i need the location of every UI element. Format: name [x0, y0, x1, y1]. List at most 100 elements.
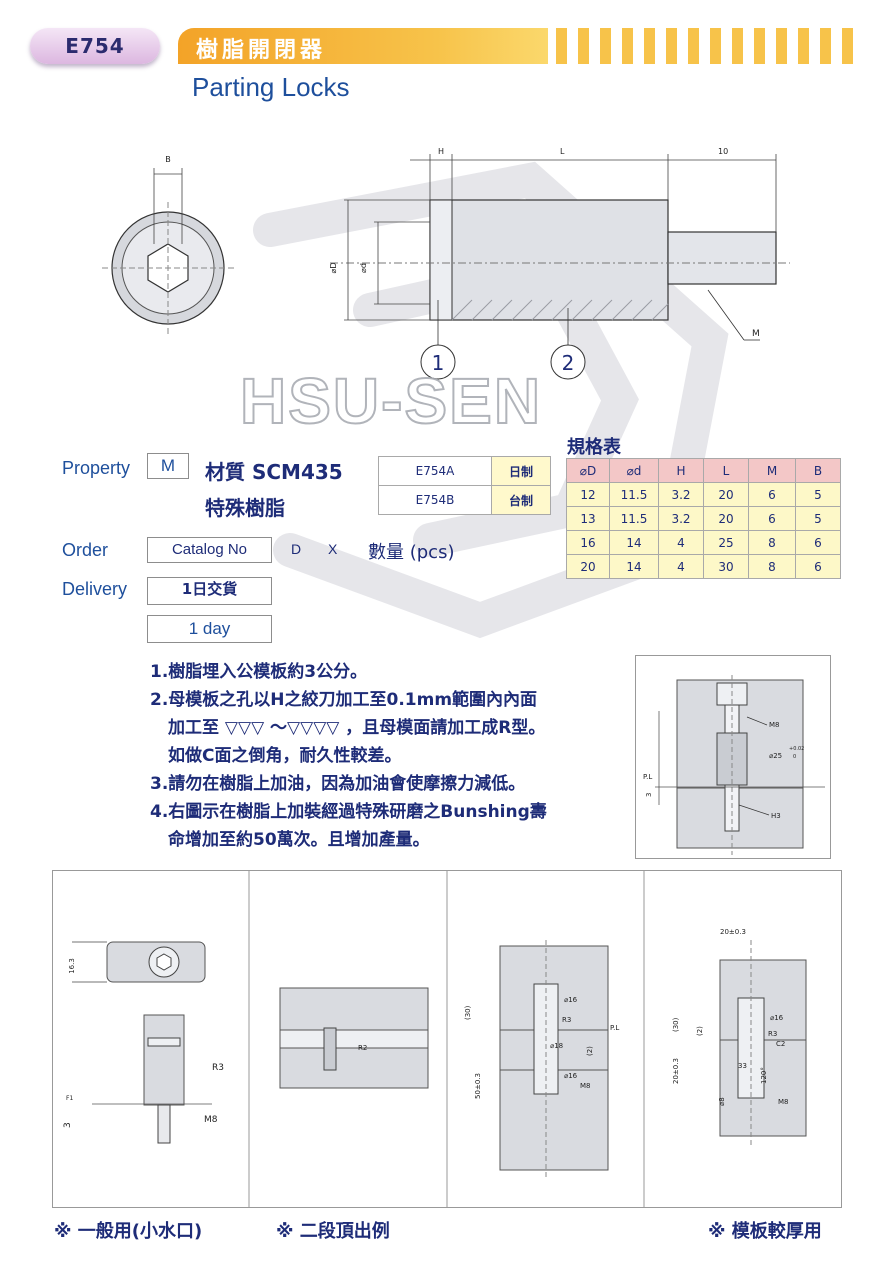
- table-cell: 12: [566, 482, 610, 507]
- dim-50: 50±0.3: [474, 1073, 482, 1099]
- dia16-label-bottom: ⌀16: [564, 1072, 578, 1080]
- r3-label: R3: [768, 1030, 777, 1038]
- dim-20b: 20±0.3: [672, 1058, 680, 1084]
- m8-label: M8: [204, 1115, 218, 1125]
- header-stripe: [600, 28, 611, 64]
- table-cell: 16: [566, 530, 610, 555]
- note-line: 1.樹脂埋入公模板約3公分。: [150, 662, 368, 682]
- order-qty: 數量 (pcs): [368, 542, 455, 563]
- r2-label: R2: [358, 1044, 367, 1052]
- hatch: [491, 299, 513, 321]
- table-cell: 20: [703, 506, 749, 531]
- inset-label-pl: P.L: [643, 773, 652, 781]
- table-cell: 30: [703, 554, 749, 579]
- panel-thick-plate: 20±0.3 (30) (2) ⌀16 R3 C2 20±0.3 33 120°…: [672, 928, 807, 1146]
- table-row: 20 14 4 30 8 6: [566, 554, 841, 579]
- table-cell: 13: [566, 506, 610, 531]
- inset-label-dia25: ⌀25: [769, 752, 782, 760]
- property-code-box: M: [147, 453, 189, 479]
- table-cell: 8: [748, 554, 796, 579]
- note-line: 加工至 ▽▽▽ ～▽▽▽▽ ，且母模面請加工成R型。: [168, 718, 546, 738]
- m8-label: M8: [580, 1082, 591, 1090]
- plate-gap: [279, 1029, 429, 1049]
- dia16-label-top: ⌀16: [564, 996, 578, 1004]
- dim-label-10: 10: [718, 147, 728, 156]
- table-cell: 4: [658, 530, 704, 555]
- dim-3-label: 3: [63, 1122, 73, 1128]
- product-code-badge: E754: [30, 28, 160, 64]
- dim-label-b: B: [165, 155, 171, 164]
- table-cell: 3.2: [658, 506, 704, 531]
- table-cell: 5: [795, 482, 841, 507]
- hatch: [551, 299, 573, 321]
- r3-label: R3: [562, 1016, 571, 1024]
- col-header: M: [748, 458, 796, 483]
- product-code: E754: [65, 34, 125, 58]
- table-cell: 14: [609, 554, 659, 579]
- part-callout-1: [420, 344, 456, 380]
- dia18-label: ⌀18: [550, 1042, 563, 1050]
- hatch: [511, 299, 533, 321]
- side-view-body: [143, 1014, 185, 1106]
- note-line: 如做C面之倒角，耐久性較差。: [168, 746, 402, 766]
- leader-line: [746, 716, 768, 726]
- leader-line: [738, 804, 770, 816]
- dia8-label: ⌀8: [718, 1097, 726, 1106]
- part-number-1: 1: [432, 351, 445, 375]
- m8-label: M8: [778, 1098, 789, 1106]
- col-header: H: [658, 458, 704, 483]
- col-header: L: [703, 458, 749, 483]
- table-row: E754B 台制: [378, 485, 551, 515]
- hatch: [571, 299, 593, 321]
- header-stripe: [820, 28, 831, 64]
- spec-table-title: 規格表: [567, 437, 621, 458]
- delivery-en-box: 1 day: [147, 615, 272, 643]
- order-x: X: [328, 541, 338, 557]
- resin-piece: [323, 1027, 337, 1071]
- inset-label-h3: H3: [771, 812, 781, 820]
- catalog-no-box: Catalog No: [147, 537, 272, 563]
- panel-general-use: 16.3 R3 F1 3 M8: [63, 941, 224, 1144]
- side-view-cap: [147, 1037, 181, 1047]
- dim-label-D: ⌀D: [329, 263, 338, 274]
- variant-table: E754A 日制 E754B 台制: [378, 456, 551, 515]
- angle-120: 120°: [760, 1067, 768, 1084]
- r3-label: R3: [212, 1063, 224, 1073]
- hatch: [651, 303, 669, 321]
- dim-2: (2): [586, 1046, 594, 1056]
- header-stripe: [622, 28, 633, 64]
- header-stripe: [578, 28, 589, 64]
- col-header: ⌀d: [609, 458, 659, 483]
- table-cell: 6: [795, 530, 841, 555]
- bushing-inset-drawing: M8 ⌀25 +0.02 0 P.L 3 H3: [635, 655, 831, 859]
- table-cell: 20: [566, 554, 610, 579]
- table-row: 13 11.5 3.2 20 6 5: [566, 506, 841, 531]
- hatch: [611, 299, 633, 321]
- part-number-2: 2: [562, 351, 575, 375]
- table-cell: 25: [703, 530, 749, 555]
- hatch: [451, 299, 473, 321]
- material-text-2: 特殊樹脂: [205, 496, 285, 520]
- application-examples: 16.3 R3 F1 3 M8 R2 (30) ⌀16 R3 P.L ⌀18 (…: [52, 870, 842, 1208]
- logo-shape: [253, 161, 729, 639]
- page-subtitle: Parting Locks: [192, 72, 350, 102]
- hatch: [631, 299, 653, 321]
- variant-code: E754B: [378, 485, 492, 515]
- table-cell: 14: [609, 530, 659, 555]
- note-line: 4.右圖示在樹脂上加裝經過特殊研磨之Bunshing壽: [150, 802, 547, 822]
- footer-thick-plate: ※ 模板較厚用: [708, 1221, 822, 1242]
- dim-label-h: H: [438, 147, 444, 156]
- delivery-label: Delivery: [62, 579, 128, 599]
- dim-30: (30): [464, 1005, 472, 1020]
- header-stripe: [710, 28, 721, 64]
- inset-tol-upper: +0.02: [789, 746, 804, 752]
- header-stripe: [776, 28, 787, 64]
- table-header-row: ⌀D ⌀d H L M B: [566, 458, 841, 483]
- order-d: D: [291, 541, 302, 557]
- header-stripe: [754, 28, 765, 64]
- table-row: 16 14 4 25 8 6: [566, 530, 841, 555]
- dim-33: 33: [738, 1062, 747, 1070]
- header-stripe: [644, 28, 655, 64]
- dim-20: 20±0.3: [720, 928, 746, 936]
- dim-label-m: M: [752, 329, 760, 339]
